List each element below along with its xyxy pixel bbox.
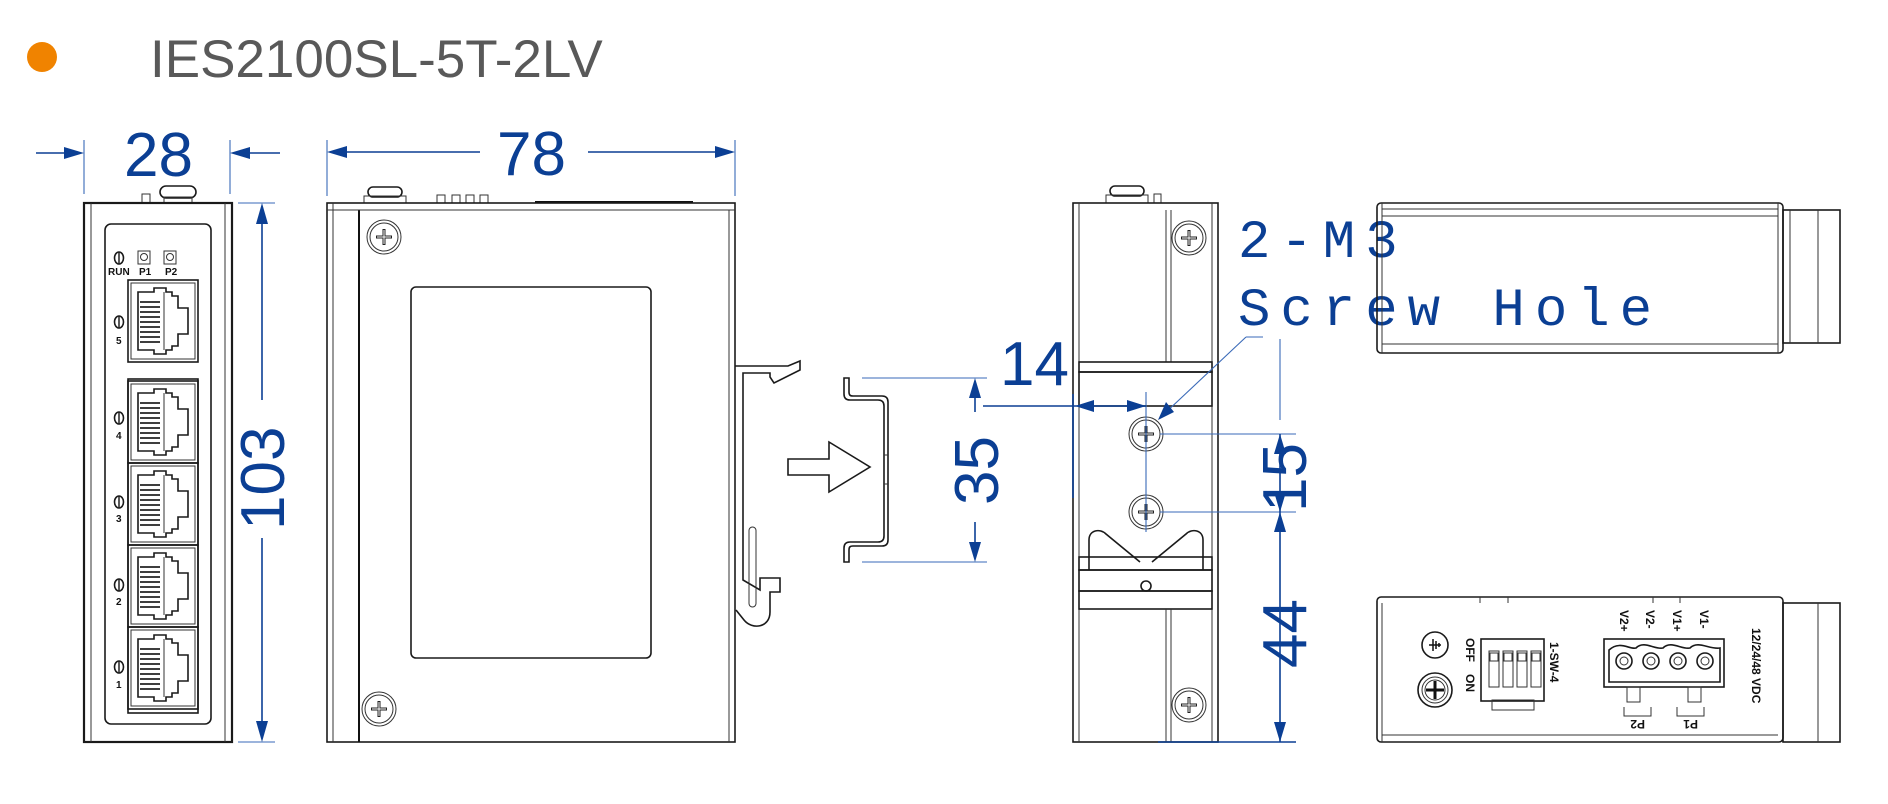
annotation-line1: 2-M3 (1238, 213, 1408, 274)
terminal-label-v2plus: V2+ (1617, 610, 1631, 632)
port-label-3: 3 (116, 514, 122, 525)
dimension-height-label: 103 (229, 427, 298, 530)
dimension-din-rail-label: 35 (943, 436, 1012, 505)
dimension-screw-spacing-label: 15 (1251, 443, 1320, 512)
ground-screw-icon (1417, 672, 1453, 708)
terminal-label-v1minus: V1- (1697, 610, 1711, 629)
port-label-4: 4 (116, 431, 122, 442)
port-label-1: 1 (116, 680, 122, 691)
label-plate (410, 286, 652, 659)
dimension-screw-offset: 14 (983, 330, 1147, 532)
dimension-screw-spacing: 15 (1160, 339, 1320, 513)
port-label-2: 2 (116, 597, 122, 608)
led-label-p1: P1 (139, 267, 152, 278)
dimension-screw-bottom: 44 (1158, 512, 1320, 743)
mount-arrow-icon (787, 440, 872, 494)
side-view (326, 186, 801, 743)
voltage-label: 12/24/48 VDC (1749, 628, 1763, 704)
screw-hole-annotation: 2-M3 Screw Hole (1158, 213, 1662, 420)
dimension-depth: 78 (326, 120, 736, 196)
terminal-label-v2minus: V2- (1643, 610, 1657, 629)
power-group-label-p1: P1 (1683, 717, 1698, 731)
front-view: RUN P1 P2 5 4 3 2 1 (82, 185, 234, 744)
dimension-depth-label: 78 (497, 120, 566, 189)
switch-name-label: 1-SW-4 (1547, 642, 1561, 683)
switch-off-label: OFF (1463, 638, 1477, 662)
dimension-width-label: 28 (124, 121, 193, 190)
dimension-height: 103 (229, 202, 298, 743)
dimension-width: 28 (36, 121, 280, 194)
ground-icon (1421, 631, 1449, 659)
bottom-view: OFF ON 1-SW-4 V2+ V2- V1+ V1- P2 P1 12/2… (1376, 596, 1841, 743)
switch-on-label: ON (1463, 674, 1477, 692)
dimension-screw-bottom-label: 44 (1251, 599, 1320, 668)
dip-switch (1480, 638, 1545, 711)
dimension-din-rail: 35 (862, 377, 1012, 563)
power-group-label-p2: P2 (1630, 717, 1645, 731)
bullet-dot-icon (27, 42, 57, 72)
led-label-run: RUN (108, 267, 130, 278)
terminal-label-v1plus: V1+ (1670, 610, 1684, 632)
port-label-5: 5 (116, 336, 122, 347)
top-view (1376, 202, 1841, 354)
din-rail (787, 377, 889, 563)
terminal-block (1603, 638, 1725, 717)
dimension-screw-offset-label: 14 (1000, 330, 1069, 399)
product-title: IES2100SL-5T-2LV (150, 30, 603, 89)
led-label-p2: P2 (165, 267, 178, 278)
annotation-line2: Screw Hole (1238, 281, 1662, 342)
